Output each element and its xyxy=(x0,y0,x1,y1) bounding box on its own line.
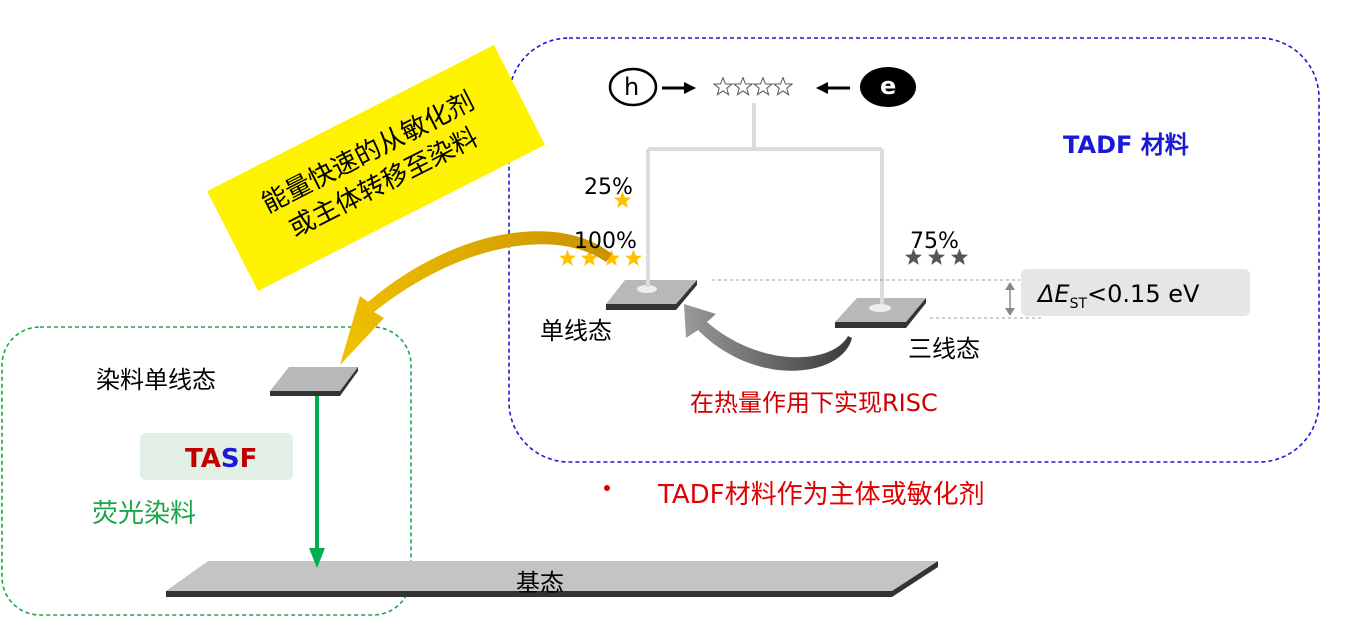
ground-state-plate xyxy=(166,561,938,597)
dye-singlet-plate xyxy=(270,367,358,396)
tadf-triplet-label: 三线态 xyxy=(908,335,980,363)
curved-arrow-icon xyxy=(684,304,852,371)
star-icon xyxy=(753,77,773,96)
electron-label: e xyxy=(880,72,897,100)
exciton-stars xyxy=(713,77,793,96)
tasf-label: TASF xyxy=(185,444,257,474)
hole-circle-icon xyxy=(608,67,658,107)
singlet-total-percent-label: 100% xyxy=(574,229,637,254)
tadf-region-outline xyxy=(508,37,1320,463)
down-arrow-icon xyxy=(309,396,325,568)
tasf-badge xyxy=(140,433,293,480)
arrow-left-icon xyxy=(816,82,850,94)
dye-region-outline xyxy=(1,326,412,616)
exciton-connector xyxy=(646,103,884,304)
tadf-singlet-label: 单线态 xyxy=(540,317,612,345)
bullet-note-text: TADF材料作为主体或敏化剂 xyxy=(658,480,985,510)
tasf-part-ta: TA xyxy=(185,444,221,474)
hole-label: h xyxy=(624,73,640,101)
star-icon xyxy=(713,77,733,96)
tadf-singlet-plate xyxy=(606,280,697,310)
dye-singlet-label: 染料单线态 xyxy=(96,366,216,394)
singlet-percent-label: 25% xyxy=(584,175,633,200)
ground-state-label: 基态 xyxy=(516,569,564,597)
tasf-part-s: S xyxy=(220,444,240,474)
delta-est-label: ΔEST<0.15 eV xyxy=(1038,280,1199,312)
delta-est-subscript: ST xyxy=(1069,295,1088,312)
delta-est-value: <0.15 eV xyxy=(1087,280,1200,308)
risc-caption: 在热量作用下实现RISC xyxy=(690,389,938,417)
tasf-part-f: F xyxy=(239,444,258,474)
tadf-triplet-plate xyxy=(835,298,926,328)
arrow-right-icon xyxy=(662,82,696,94)
star-icon xyxy=(773,77,793,96)
transfer-arrow xyxy=(340,231,612,365)
tadf-title: TADF 材料 xyxy=(1063,131,1189,159)
triplet-percent-label: 75% xyxy=(910,229,959,254)
delta-est-box xyxy=(1021,269,1250,316)
delta-est-prefix: ΔE xyxy=(1038,280,1070,308)
delta-est-guide xyxy=(712,279,1044,319)
star-icon xyxy=(733,77,753,96)
dye-type-label: 荧光染料 xyxy=(92,499,197,529)
electron-circle-icon xyxy=(860,67,916,107)
bullet-dot xyxy=(604,485,610,491)
